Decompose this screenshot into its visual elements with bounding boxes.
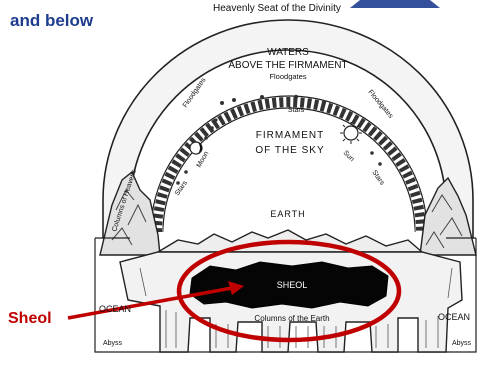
moon-icon (190, 142, 202, 154)
label-firmament-1: FIRMAMENT (256, 130, 324, 141)
label-waters-2: ABOVE THE FIRMAMENT (228, 60, 347, 71)
label-stars-top: Stars (288, 107, 305, 114)
subtitle: Heavenly Seat of the Divinity (213, 3, 341, 14)
label-sheol-inner: SHEOL (277, 280, 308, 290)
label-floodgates-right: Floodgates (366, 89, 394, 120)
label-abyss-left: Abyss (103, 340, 123, 347)
label-columns-of-earth: Columns of the Earth (254, 314, 329, 323)
sheol-callout-label: Sheol (8, 310, 52, 327)
label-abyss-right: Abyss (452, 340, 472, 347)
label-earth: EARTH (270, 209, 305, 219)
caption-line: and below (10, 11, 94, 30)
label-floodgates-top: Floodgates (269, 72, 306, 81)
label-ocean-right: OCEAN (438, 312, 470, 322)
label-waters-1: WATERS (267, 47, 309, 58)
label-firmament-2: OF THE SKY (255, 145, 324, 156)
cropped-heading-fragment (350, 0, 440, 8)
label-ocean-left: OCEAN (99, 304, 131, 314)
